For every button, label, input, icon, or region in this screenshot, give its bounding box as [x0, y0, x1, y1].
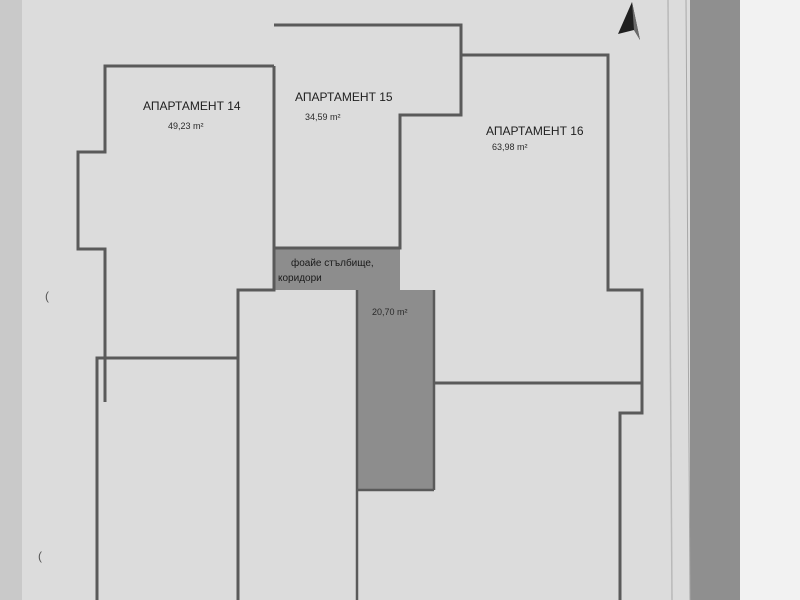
apartment-14-outline — [76, 64, 276, 360]
page-border-right — [667, 0, 673, 600]
apartment-15-outline — [274, 23, 463, 250]
common-area-area: 20,70 m² — [372, 307, 408, 317]
apartment-16-label: АПАРТАМЕНТ 16 — [486, 124, 584, 138]
margin-mark-2: ( — [38, 549, 42, 563]
margin-mark-1: ( — [45, 289, 49, 303]
paper-right-shadow — [690, 0, 740, 600]
paper-left-edge — [0, 0, 22, 600]
page-border-right-2 — [685, 0, 691, 600]
apartment-16-area: 63,98 m² — [492, 142, 528, 152]
common-area-label-line2: коридори — [278, 273, 322, 284]
common-area-label-line1: фоайе стълбище, — [291, 257, 374, 269]
lower-left-unit-outline — [95, 356, 238, 600]
apartment-15-label: АПАРТАМЕНТ 15 — [295, 90, 393, 104]
lower-right-unit-outline — [434, 381, 644, 600]
north-arrow-icon — [618, 2, 640, 40]
apartment-14-area: 49,23 m² — [168, 121, 204, 131]
apartment-15-area: 34,59 m² — [305, 112, 341, 122]
apartment-14-label: АПАРТАМЕНТ 14 — [143, 99, 241, 113]
table-surface — [740, 0, 800, 600]
common-area-shading — [275, 248, 434, 490]
